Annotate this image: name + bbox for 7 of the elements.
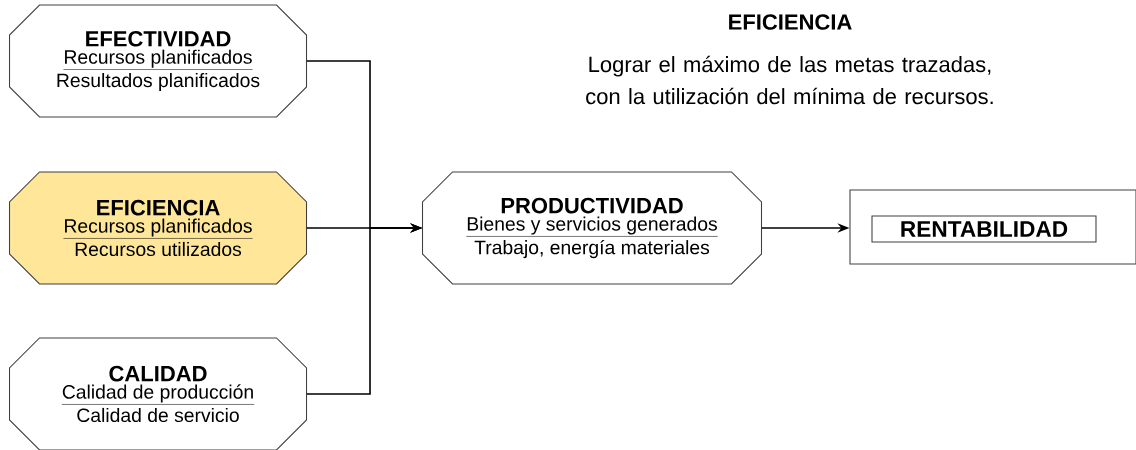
octagon-box: EFECTIVIDAD Recursos planificados Resultados planificados — [9, 4, 308, 118]
octagon-box: CALIDAD Calidad de producción Calidad de servicio — [9, 337, 308, 450]
description-text: Lograr el máximo de las metas trazadas, con la utilización del mínima de recursos. — [586, 55, 993, 105]
label-box: RENTABILIDAD — [871, 215, 1097, 243]
octagon-box: PRODUCTIVIDAD Bienes y servicios generados Trabajo, energía materiales — [421, 171, 763, 285]
octagon-box: EFICIENCIA Recursos planificados Recursos utilizados — [9, 171, 308, 285]
heading: EFICIENCIA — [729, 14, 852, 30]
